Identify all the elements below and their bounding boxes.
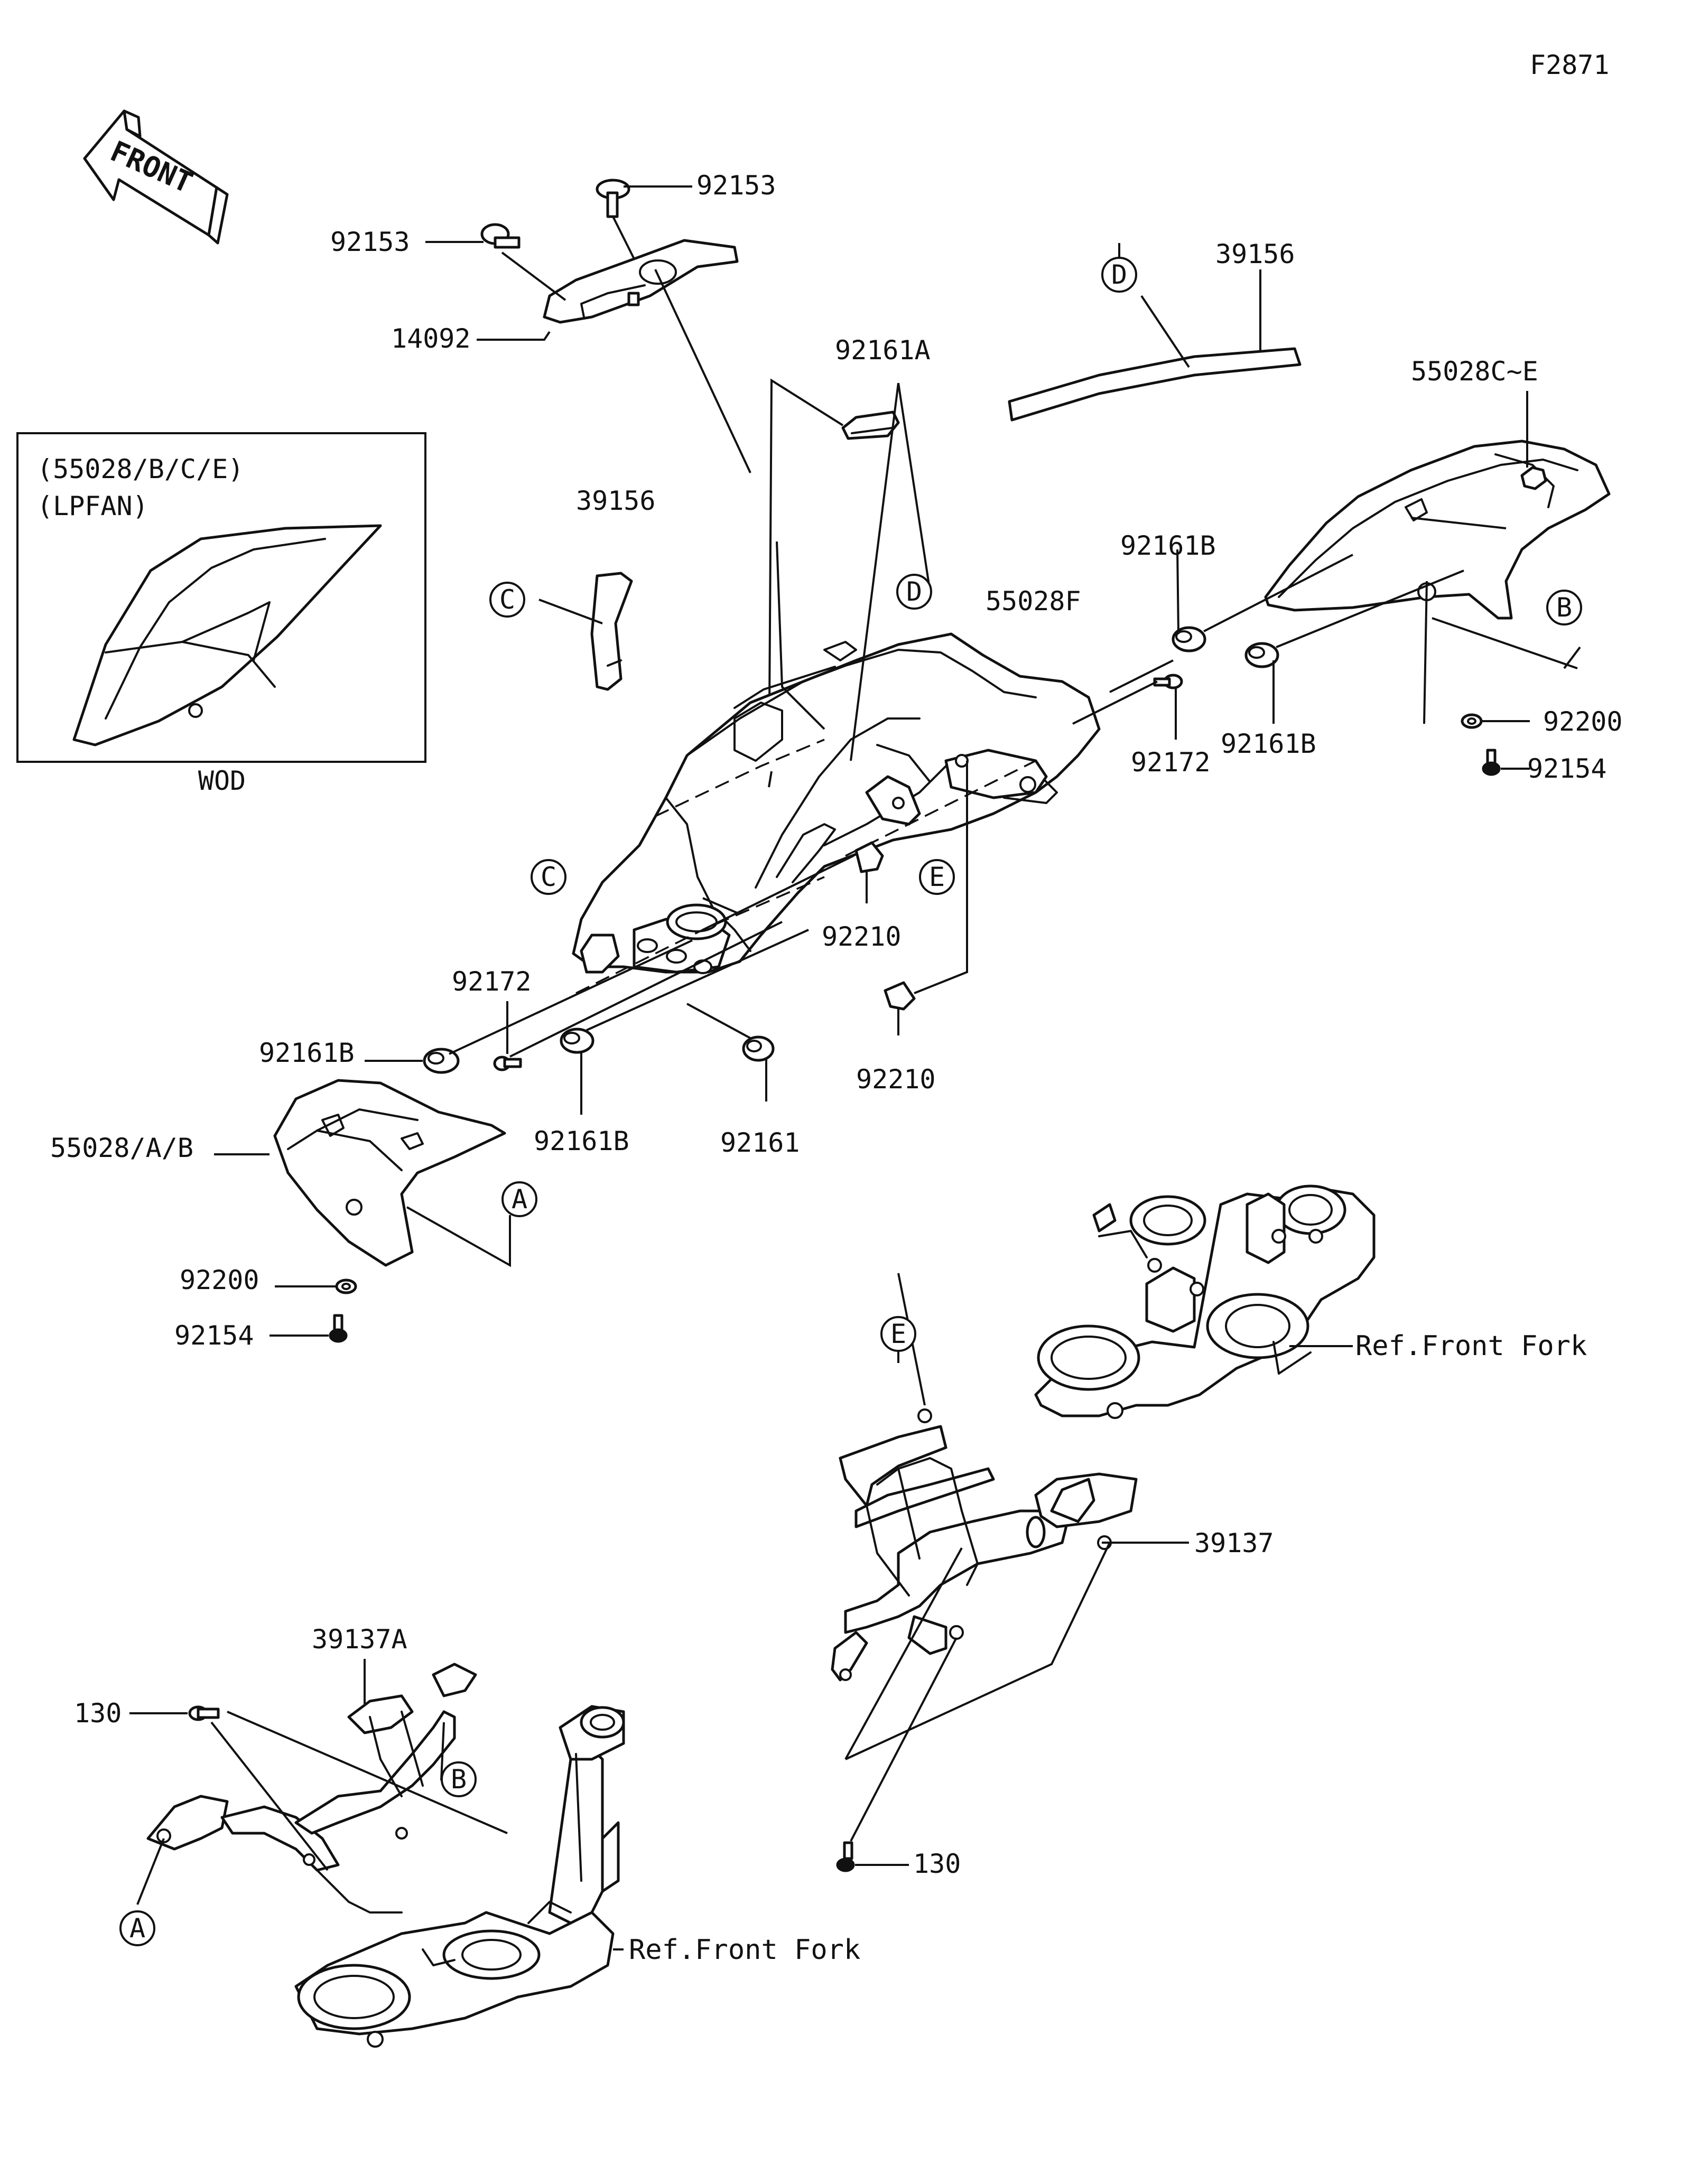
grommet-92161B-icon <box>1172 626 1206 652</box>
part-label-39137: 39137 <box>1194 1528 1274 1558</box>
nut-92210-icon <box>854 841 884 873</box>
inset-wod-variant: (55028/B/C/E) (LPFAN) WOD <box>16 432 426 796</box>
svg-text:B: B <box>1556 592 1572 623</box>
screw-92153-icon <box>596 179 630 218</box>
part-label-92161B: 92161B <box>259 1038 355 1068</box>
callout-B-right: B <box>1546 590 1582 626</box>
part-label-39137A: 39137A <box>312 1624 407 1655</box>
part-label-92154: 92154 <box>1527 753 1607 784</box>
part-label-55028-A-B: 55028/A/B <box>50 1133 193 1163</box>
svg-text:B: B <box>451 1764 467 1795</box>
part-label-92153: 92153 <box>330 227 410 257</box>
part-label-92161B: 92161B <box>1120 530 1216 561</box>
inset-submodel-label: (LPFAN) <box>37 491 148 521</box>
svg-text:C: C <box>499 584 515 615</box>
part-label-92172: 92172 <box>452 966 532 997</box>
screw-92153-icon <box>480 223 521 249</box>
side-panel-55028CE <box>1264 440 1611 620</box>
svg-text:D: D <box>1111 259 1127 290</box>
grommet-92161B-icon <box>423 1048 460 1074</box>
cover-14092 <box>543 239 739 324</box>
front-direction-arrow-icon: FRONT <box>83 109 229 245</box>
svg-text:C: C <box>541 862 556 892</box>
side-panel-55028AB <box>273 1079 506 1267</box>
callout-D-top: D <box>1101 257 1137 293</box>
svg-text:A: A <box>129 1913 145 1944</box>
bolt-92154-icon <box>1482 749 1501 776</box>
ref-label-front-fork: Ref.Front Fork <box>1355 1330 1587 1362</box>
part-label-92172: 92172 <box>1131 747 1211 778</box>
part-label-39156: 39156 <box>576 486 656 516</box>
bracket-39137 <box>831 1408 1138 1682</box>
strip-39156-left <box>590 572 633 691</box>
part-label-92200: 92200 <box>180 1265 259 1295</box>
part-label-130: 130 <box>74 1698 122 1729</box>
part-label-92210: 92210 <box>822 921 902 952</box>
part-label-130: 130 <box>913 1849 961 1879</box>
part-label-92153: 92153 <box>696 170 776 201</box>
grommet-92161B-icon <box>560 1028 594 1054</box>
callout-A-left: A <box>501 1181 537 1217</box>
svg-text:E: E <box>929 862 945 892</box>
callout-E-center: E <box>919 859 955 895</box>
strip-39156-top <box>1008 347 1302 422</box>
upper-triple-clamp <box>1034 1184 1376 1419</box>
grommet-92161-icon <box>742 1035 775 1062</box>
callout-C-center: C <box>531 859 566 895</box>
part-label-92210: 92210 <box>856 1064 936 1095</box>
inset-models-label: (55028/B/C/E) <box>37 454 244 484</box>
inset-variant-label: WOD <box>198 766 246 796</box>
callout-E-bottom: E <box>880 1316 916 1352</box>
steering-stem-lower-clamp <box>294 1705 625 2048</box>
svg-text:A: A <box>512 1184 527 1215</box>
washer-92200-icon <box>1461 713 1483 729</box>
part-label-55028C-E: 55028C~E <box>1411 356 1538 387</box>
screw-92172-icon <box>493 1056 522 1071</box>
part-label-55028F: 55028F <box>986 586 1081 617</box>
nut-92210-icon <box>884 981 916 1011</box>
grommet-92161B-icon <box>1244 642 1279 668</box>
screw-92172-icon <box>1153 674 1183 689</box>
bolt-130-icon <box>188 1705 220 1721</box>
callout-B-bottom: B <box>441 1761 477 1797</box>
bolt-130-icon <box>836 1841 855 1872</box>
ref-label-front-fork: Ref.Front Fork <box>629 1934 860 1966</box>
washer-92200-icon <box>335 1278 357 1294</box>
part-label-92154: 92154 <box>174 1320 254 1351</box>
callout-C-left: C <box>489 582 525 618</box>
part-label-92161A: 92161A <box>835 335 931 366</box>
part-label-92161B: 92161B <box>1221 729 1316 759</box>
part-label-14092: 14092 <box>391 323 471 354</box>
bolt-92154-icon <box>329 1314 348 1343</box>
clip-92161A-icon <box>841 410 900 440</box>
part-label-92200: 92200 <box>1543 706 1623 737</box>
svg-text:D: D <box>906 576 922 607</box>
part-label-92161B: 92161B <box>534 1126 629 1156</box>
bracket-39137A <box>146 1663 477 1914</box>
part-label-39156: 39156 <box>1215 239 1295 269</box>
svg-text:E: E <box>890 1319 906 1349</box>
callout-A-bottom: A <box>119 1910 155 1946</box>
figure-code: F2871 <box>1530 50 1610 80</box>
callout-D-center: D <box>896 574 932 610</box>
part-label-92161: 92161 <box>720 1127 800 1158</box>
